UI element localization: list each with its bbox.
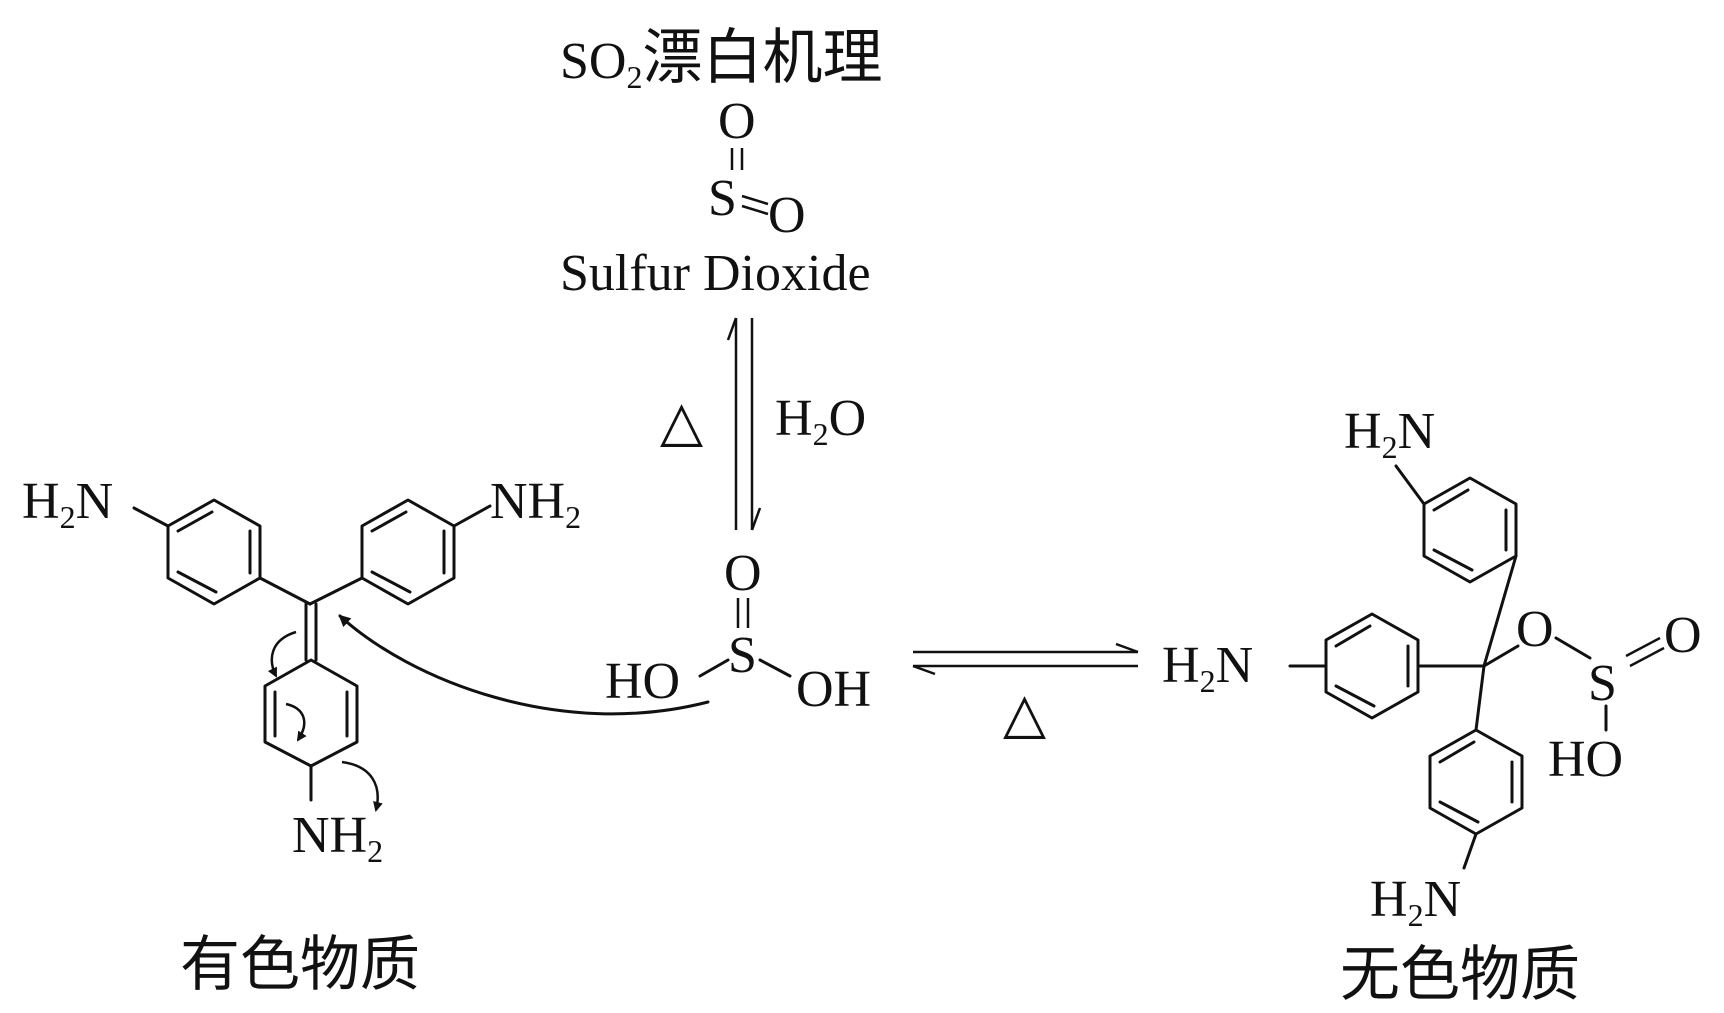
colorless-compound: H2N H2N H2N O S O HO 无色物质 [1162,403,1702,1010]
colorless-amine-top: H2N [1344,403,1435,465]
vertical-equilibrium-arrows: △ H2O [660,317,866,531]
colorless-compound-caption: 无色物质 [1340,940,1580,1010]
heat-symbol-vertical: △ [660,391,703,453]
so2-sulfur: S [708,170,737,227]
svg-text:SO2漂白机理: SO2漂白机理 [560,23,882,95]
ester-oxygen-double: O [1664,607,1702,664]
ester-sulfur: S [1588,655,1617,712]
sulfur-dioxide-structure: O S O Sulfur Dioxide [560,93,871,302]
colored-compound-caption: 有色物质 [180,930,420,1000]
ester-oxygen: O [1516,601,1554,658]
nucleophilic-attack-arrow [338,614,710,716]
colored-compound: H2N NH2 NH2 有色物质 [22,473,581,1000]
acid-oxygen-top: O [724,545,762,602]
so2-name: Sulfur Dioxide [560,245,871,302]
colored-amine-left: H2N [22,473,113,535]
acid-hydroxyl-left: HO [605,653,680,710]
colored-amine-right: NH2 [490,473,581,535]
acid-hydroxyl-right: OH [796,661,871,718]
water-reagent: H2O [775,390,866,452]
horizontal-equilibrium-arrows: △ [912,642,1139,745]
diagram-title: SO2漂白机理 [560,23,882,95]
sulfurous-acid-structure: O S HO OH [605,545,871,718]
so2-oxygen-top: O [718,93,756,150]
colorless-amine-left: H2N [1162,637,1253,699]
ester-hydroxyl: HO [1548,731,1623,788]
heat-symbol-horizontal: △ [1003,683,1046,745]
colorless-amine-bottom: H2N [1370,871,1461,933]
acid-sulfur: S [728,627,757,684]
colored-amine-bottom: NH2 [292,807,383,869]
so2-oxygen-right: O [768,187,806,244]
